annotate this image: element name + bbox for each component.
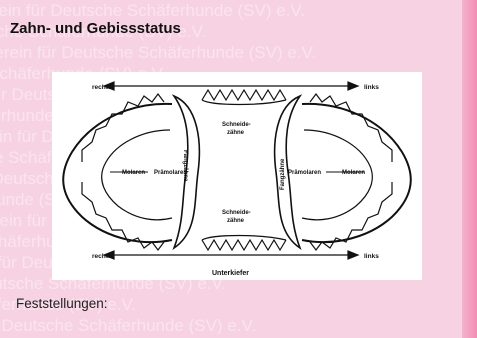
document-title: Zahn- und Gebissstatus [10,20,181,37]
label-praemolaren-right: Prämolaren [288,170,321,176]
upper-incisors [202,90,286,105]
findings-label: Feststellungen: [16,296,108,311]
label-schneidezaehne-top-1: Schneide- [222,122,251,128]
label-unterkiefer: Unterkiefer [212,270,249,277]
arrow-right-icon [348,251,358,259]
dental-chart: rechts links rechts links Unterkiefer Mo… [52,72,422,280]
label-schneidezaehne-bottom-1: Schneide- [222,210,251,216]
right-lower-teeth [310,182,392,250]
label-fangzaehne-left: Fangzähne [182,150,188,182]
arrow-right-icon [348,82,358,90]
label-rechts-bottom: rechts [92,253,112,260]
label-links-bottom: links [364,253,379,260]
lower-incisors [202,236,286,251]
label-schneidezaehne-bottom-2: zähne [227,218,245,224]
label-molaren-left: Molaren [122,170,145,176]
label-schneidezaehne-top-2: zähne [227,130,245,136]
page-edge [462,0,477,338]
label-fangzaehne-right: Fangzähne [280,158,286,190]
label-molaren-right: Molaren [342,170,365,176]
document-sheet: fe Verein für Deutsche Schäferhunde (SV)… [0,0,462,338]
left-lower-teeth [82,182,164,250]
label-rechts-top: rechts [92,84,112,91]
label-links-top: links [364,84,379,91]
